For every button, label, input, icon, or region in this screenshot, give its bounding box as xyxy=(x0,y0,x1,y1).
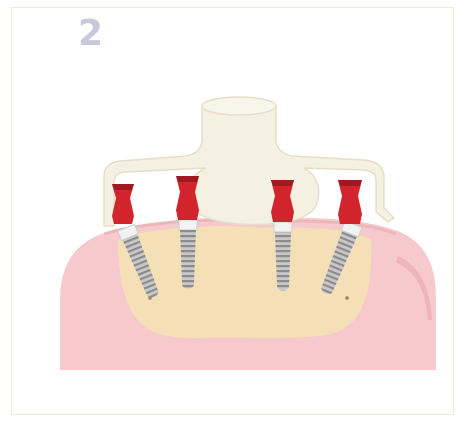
abutment-2 xyxy=(176,176,199,220)
abutment-4 xyxy=(338,180,362,224)
bone-dot-right xyxy=(345,296,349,300)
abutment-1 xyxy=(112,184,134,224)
denture-top xyxy=(202,97,276,115)
abutment-3 xyxy=(271,180,294,222)
